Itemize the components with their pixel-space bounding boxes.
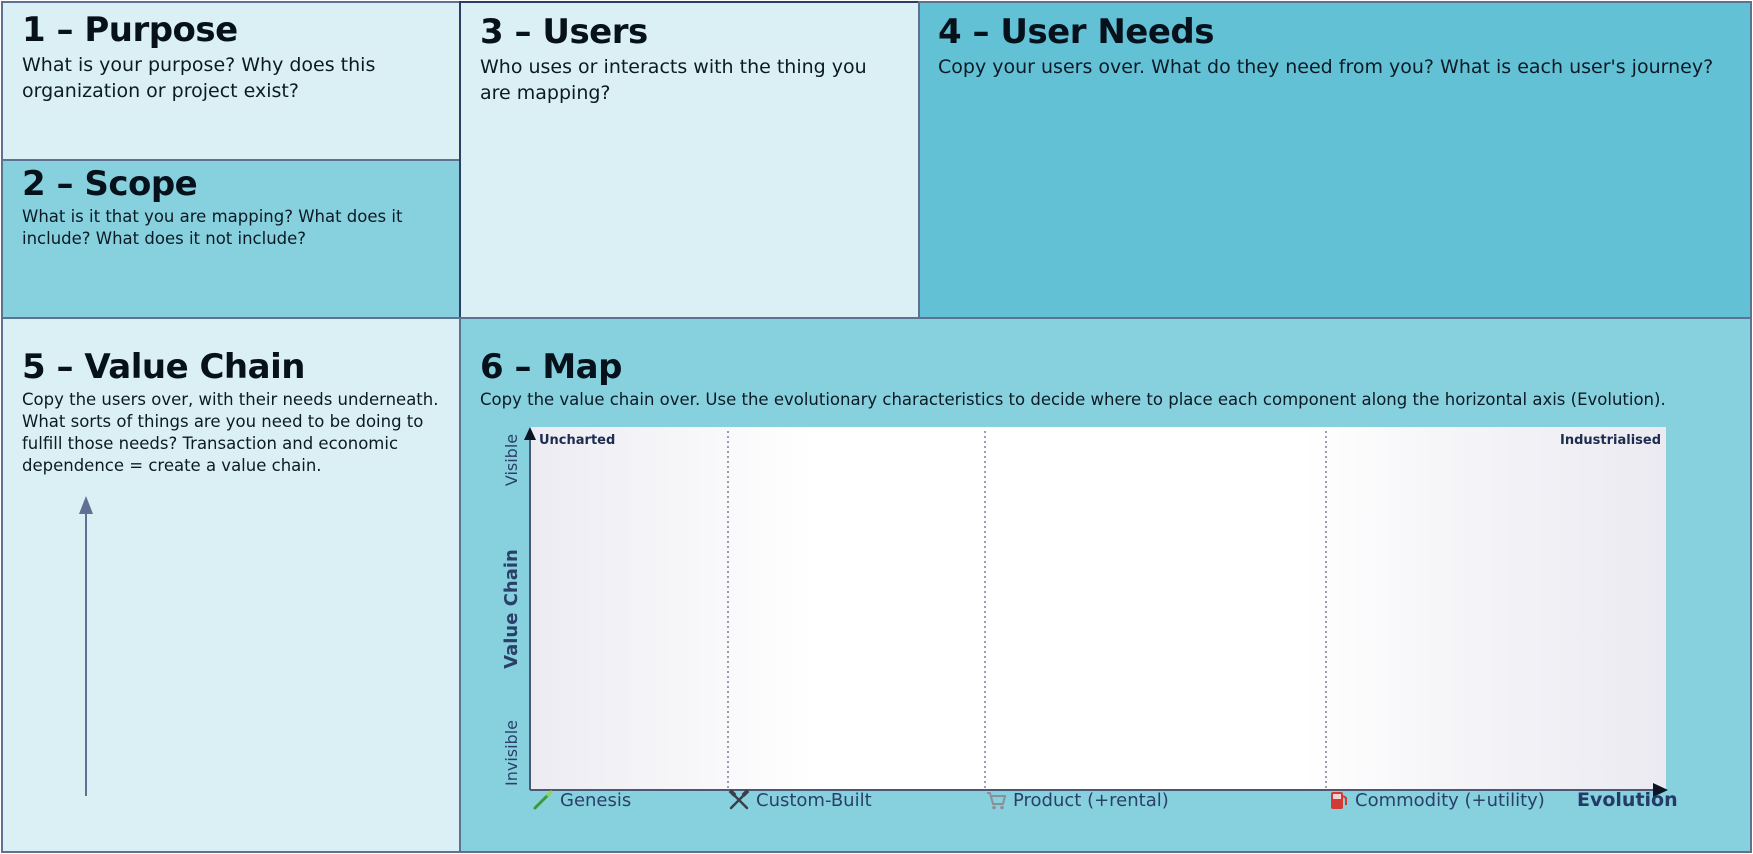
map-title: 6 – Map: [480, 347, 622, 387]
value-chain-arrow-icon: [79, 496, 93, 796]
invisible-label: Invisible: [502, 720, 521, 786]
wand-icon: [533, 790, 553, 810]
value-chain-axis-label: Value Chain: [501, 549, 522, 669]
user-needs-description: Copy your users over. What do they need …: [938, 56, 1714, 78]
scope-panel: [1, 159, 461, 319]
fuel-pump-icon: [1331, 792, 1347, 809]
scope-description: What is it that you are mapping? What do…: [22, 207, 403, 248]
value-chain-panel: [1, 317, 461, 853]
evolution-map-canvas[interactable]: [530, 427, 1666, 790]
users-title: 3 – Users: [480, 12, 648, 52]
purpose-panel: [1, 1, 461, 161]
stage-commodity: Commodity (+utility): [1327, 789, 1545, 811]
evolution-axis-label: Evolution: [1577, 789, 1678, 811]
visible-label: Visible: [502, 433, 521, 487]
stage-custom-built-label: Custom-Built: [756, 789, 872, 811]
map-description: Copy the value chain over. Use the evolu…: [480, 390, 1666, 409]
x-axis-arrowhead: [1653, 783, 1668, 797]
stage-commodity-label: Commodity (+utility): [1355, 789, 1545, 811]
y-axis-arrowhead: [524, 427, 536, 440]
stage-genesis-label: Genesis: [560, 789, 632, 811]
users-description: Who uses or interacts with the thing you…: [480, 56, 867, 104]
user-needs-title: 4 – User Needs: [938, 12, 1215, 52]
scope-title: 2 – Scope: [22, 164, 198, 204]
users-panel: [459, 1, 920, 319]
value-chain-description: Copy the users over, with their needs un…: [22, 390, 439, 475]
tools-icon: [728, 789, 750, 810]
stage-custom-built: Custom-Built: [728, 789, 872, 811]
uncharted-label: Uncharted: [539, 433, 616, 448]
purpose-title: 1 – Purpose: [22, 10, 238, 50]
stage-genesis: Genesis: [532, 789, 631, 811]
user-needs-panel: [918, 1, 1752, 319]
purpose-description: What is your purpose? Why does this orga…: [22, 54, 376, 102]
industrialised-label: Industrialised: [1560, 433, 1662, 448]
stage-product: Product (+rental): [985, 789, 1169, 811]
value-chain-title: 5 – Value Chain: [22, 347, 305, 387]
stage-product-label: Product (+rental): [1013, 789, 1169, 811]
cart-icon: [987, 792, 1007, 810]
